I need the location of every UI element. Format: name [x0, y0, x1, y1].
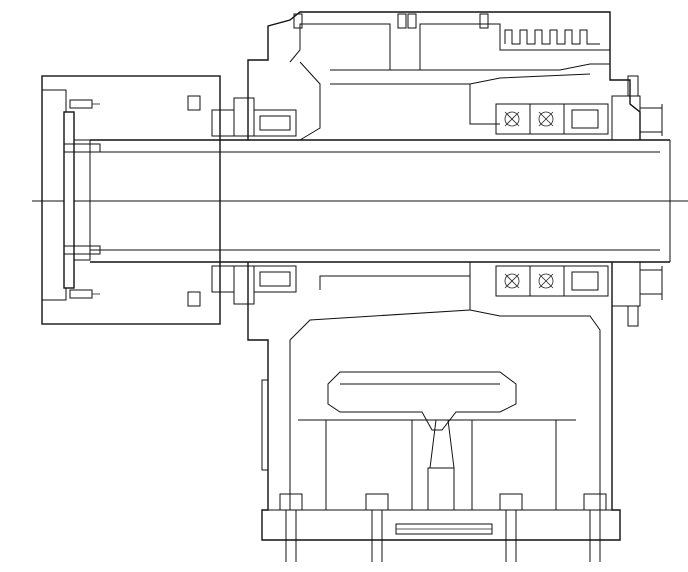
- top-bolt-mid: [397, 13, 417, 29]
- upper-housing: [247, 11, 641, 141]
- lower-housing-base: [247, 262, 621, 541]
- inner-cavity: [327, 371, 517, 431]
- flange-bolt-top: [69, 99, 100, 109]
- flange-bolt-bottom: [69, 289, 100, 299]
- base-bolt-1: [279, 493, 303, 562]
- top-bolt-right: [479, 13, 489, 29]
- bearing-cross-1: [504, 111, 520, 127]
- bearing-cross-3: [504, 273, 520, 289]
- lower-bearing-set: [495, 265, 609, 297]
- base-keyway: [395, 523, 493, 535]
- upper-front-bearing: [187, 95, 297, 137]
- upper-bearing-set: [495, 103, 609, 135]
- bearing-cross-2: [538, 111, 554, 127]
- right-end-cap-upper: [611, 75, 663, 141]
- base-bolt-2: [365, 493, 389, 562]
- base-bolt-4: [583, 493, 607, 562]
- base-bolt-3: [499, 493, 523, 562]
- left-flange-adapter: [41, 75, 221, 325]
- right-end-cap-lower: [611, 261, 663, 327]
- top-bolt-left: [293, 13, 303, 29]
- lower-front-bearing: [187, 265, 297, 307]
- cooling-fins: [504, 29, 600, 45]
- bearing-cross-4: [538, 273, 554, 289]
- spindle-shaft: [90, 139, 671, 263]
